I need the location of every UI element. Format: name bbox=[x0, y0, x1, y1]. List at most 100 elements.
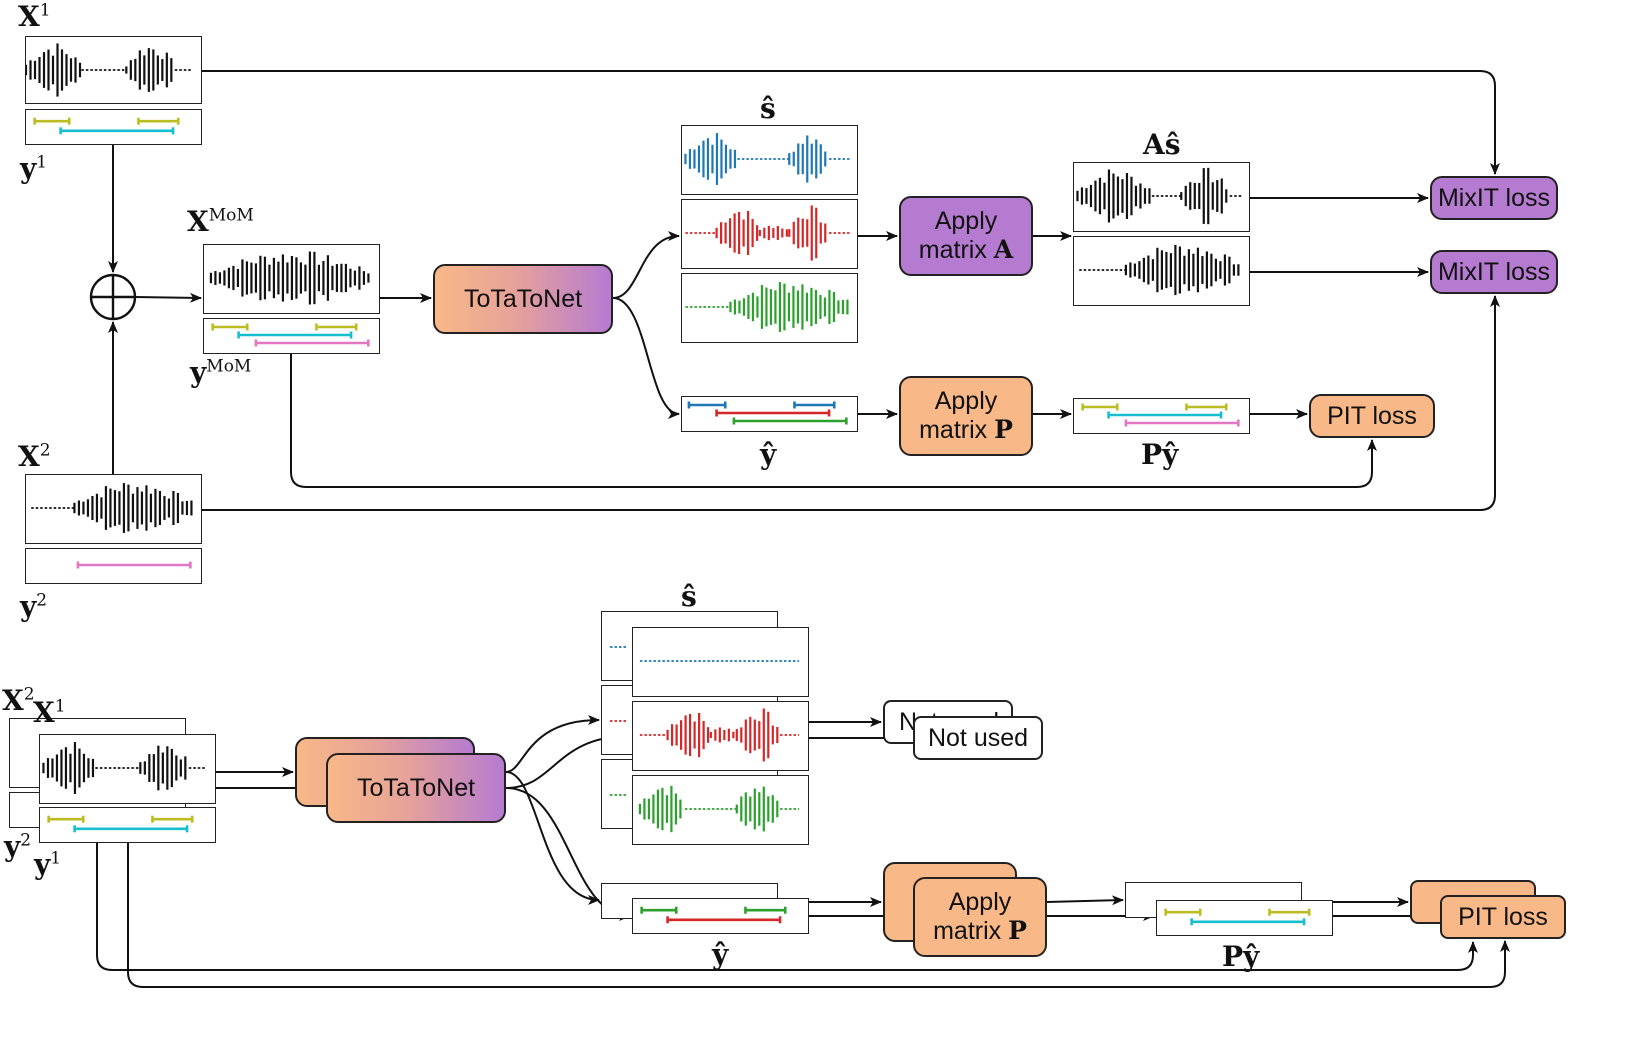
timeline-pyhat-top bbox=[1074, 399, 1247, 431]
activity-segment bbox=[687, 401, 727, 409]
waveform-box-x2 bbox=[25, 474, 202, 544]
label-pyhat-bottom: Pŷ bbox=[1222, 940, 1260, 973]
activity-segment bbox=[33, 117, 71, 125]
waveform-shat-green bbox=[682, 274, 855, 340]
pit-loss-node-bottom: PIT loss bbox=[1440, 895, 1566, 939]
waveform-box-shat-red bbox=[681, 199, 858, 269]
activity-segment bbox=[151, 815, 194, 823]
pit-loss-node-top: PIT loss bbox=[1309, 394, 1435, 438]
waveform-box-shat-bottom-green bbox=[632, 775, 809, 845]
activity-segment bbox=[1164, 908, 1202, 916]
activity-segment bbox=[1081, 403, 1119, 411]
waveform-xmom bbox=[204, 245, 377, 311]
activity-segment bbox=[76, 561, 192, 569]
arrow-x1-to-mixit1 bbox=[202, 70, 1500, 175]
timeline-svg bbox=[1164, 908, 1311, 926]
waveform-box-shat-green bbox=[681, 273, 858, 343]
waveform-x1-bottom bbox=[40, 735, 213, 801]
not-used-node: Not used bbox=[913, 716, 1043, 760]
timeline-svg bbox=[33, 117, 180, 135]
label-x2: X2 bbox=[18, 440, 51, 473]
timeline-box-pyhat-bottom bbox=[1156, 900, 1333, 936]
activity-segment bbox=[666, 916, 782, 924]
activity-segment bbox=[315, 323, 358, 331]
timeline-svg bbox=[687, 401, 848, 425]
waveform-svg bbox=[638, 785, 800, 833]
arrow-net-to-yhat bbox=[612, 297, 680, 419]
waveform-x1 bbox=[26, 37, 199, 103]
mixit-loss-node-1: MixIT loss bbox=[1430, 176, 1558, 220]
activity-segment bbox=[59, 127, 175, 135]
timeline-svg bbox=[640, 906, 787, 924]
label-y2-bottom: y2 bbox=[4, 830, 32, 863]
waveform-box-x1-bottom bbox=[39, 734, 216, 804]
label-shat-bottom: ŝ bbox=[681, 580, 697, 613]
timeline-y2 bbox=[26, 549, 199, 581]
arrow-x2-to-mixit2 bbox=[202, 295, 1500, 511]
activity-segment bbox=[793, 401, 836, 409]
label-yhat-bottom: ŷ bbox=[712, 938, 729, 971]
timeline-box-ymom bbox=[203, 318, 380, 354]
totatonet-node-top: ToTaToNet bbox=[433, 264, 613, 334]
timeline-svg bbox=[1081, 403, 1240, 427]
waveform-shat-bottom-back-green bbox=[609, 788, 629, 802]
apply-matrix-a-node: Apply matrix A bbox=[899, 196, 1033, 276]
activity-segment bbox=[47, 815, 85, 823]
waveform-svg bbox=[610, 646, 628, 648]
waveform-box-shat-bottom-red bbox=[632, 701, 809, 771]
waveform-box-shat-bottom-blue bbox=[632, 627, 809, 697]
waveform-box-xmom bbox=[203, 244, 380, 314]
timeline-box-y2 bbox=[25, 548, 202, 584]
activity-segment bbox=[237, 331, 353, 339]
timeline-svg bbox=[47, 815, 194, 833]
waveform-svg bbox=[685, 205, 850, 261]
waveform-box-x1 bbox=[25, 36, 202, 104]
mixit-loss-node-2: MixIT loss bbox=[1430, 250, 1558, 294]
waveform-svg bbox=[610, 720, 628, 722]
activity-segment bbox=[1268, 908, 1311, 916]
activity-segment bbox=[137, 117, 180, 125]
timeline-yhat-top bbox=[682, 397, 855, 429]
arrow-y2b-to-pit-back bbox=[96, 843, 1478, 971]
label-ahat: Aŝ bbox=[1143, 128, 1181, 161]
waveform-x2 bbox=[26, 475, 199, 541]
waveform-box-as-2 bbox=[1073, 236, 1250, 306]
activity-segment bbox=[1190, 918, 1306, 926]
label-x1: X1 bbox=[18, 0, 51, 33]
timeline-svg bbox=[211, 323, 370, 347]
timeline-ymom bbox=[204, 319, 377, 351]
waveform-shat-red bbox=[682, 200, 855, 266]
timeline-box-pyhat-top bbox=[1073, 398, 1250, 434]
waveform-svg bbox=[26, 43, 193, 97]
waveform-svg bbox=[639, 660, 800, 662]
waveform-svg bbox=[685, 282, 849, 332]
totatonet-node-bottom: ToTaToNet bbox=[326, 753, 506, 823]
waveform-svg bbox=[31, 483, 193, 533]
activity-segment bbox=[715, 409, 831, 417]
timeline-y1 bbox=[26, 110, 199, 142]
timeline-yhat-bottom bbox=[633, 899, 806, 931]
activity-segment bbox=[732, 417, 848, 425]
waveform-shat-bottom-blue bbox=[633, 628, 806, 694]
waveform-shat-bottom-green bbox=[633, 776, 806, 842]
waveform-shat-blue bbox=[682, 126, 855, 192]
waveform-box-shat-blue bbox=[681, 125, 858, 195]
arrow-net-back-to-yhat-back bbox=[505, 771, 600, 905]
apply-matrix-p-node-top: Apply matrix P bbox=[899, 376, 1033, 456]
activity-segment bbox=[254, 339, 370, 347]
arrow-y1b-to-pit bbox=[127, 843, 1510, 988]
waveform-svg bbox=[42, 742, 207, 794]
timeline-pyhat-bottom bbox=[1157, 901, 1330, 933]
waveform-svg bbox=[1079, 244, 1240, 296]
label-y1: y1 bbox=[20, 152, 48, 185]
label-y2: y2 bbox=[20, 590, 48, 623]
timeline-box-y1-bottom bbox=[39, 807, 216, 843]
arrow-ymom-to-pit bbox=[290, 354, 1377, 488]
label-yhat-top: ŷ bbox=[760, 438, 777, 471]
activity-segment bbox=[1107, 411, 1223, 419]
label-x2-bottom: X2 bbox=[2, 684, 35, 717]
waveform-as-1 bbox=[1074, 163, 1247, 229]
timeline-box-yhat-top bbox=[681, 396, 858, 432]
activity-segment bbox=[640, 906, 678, 914]
